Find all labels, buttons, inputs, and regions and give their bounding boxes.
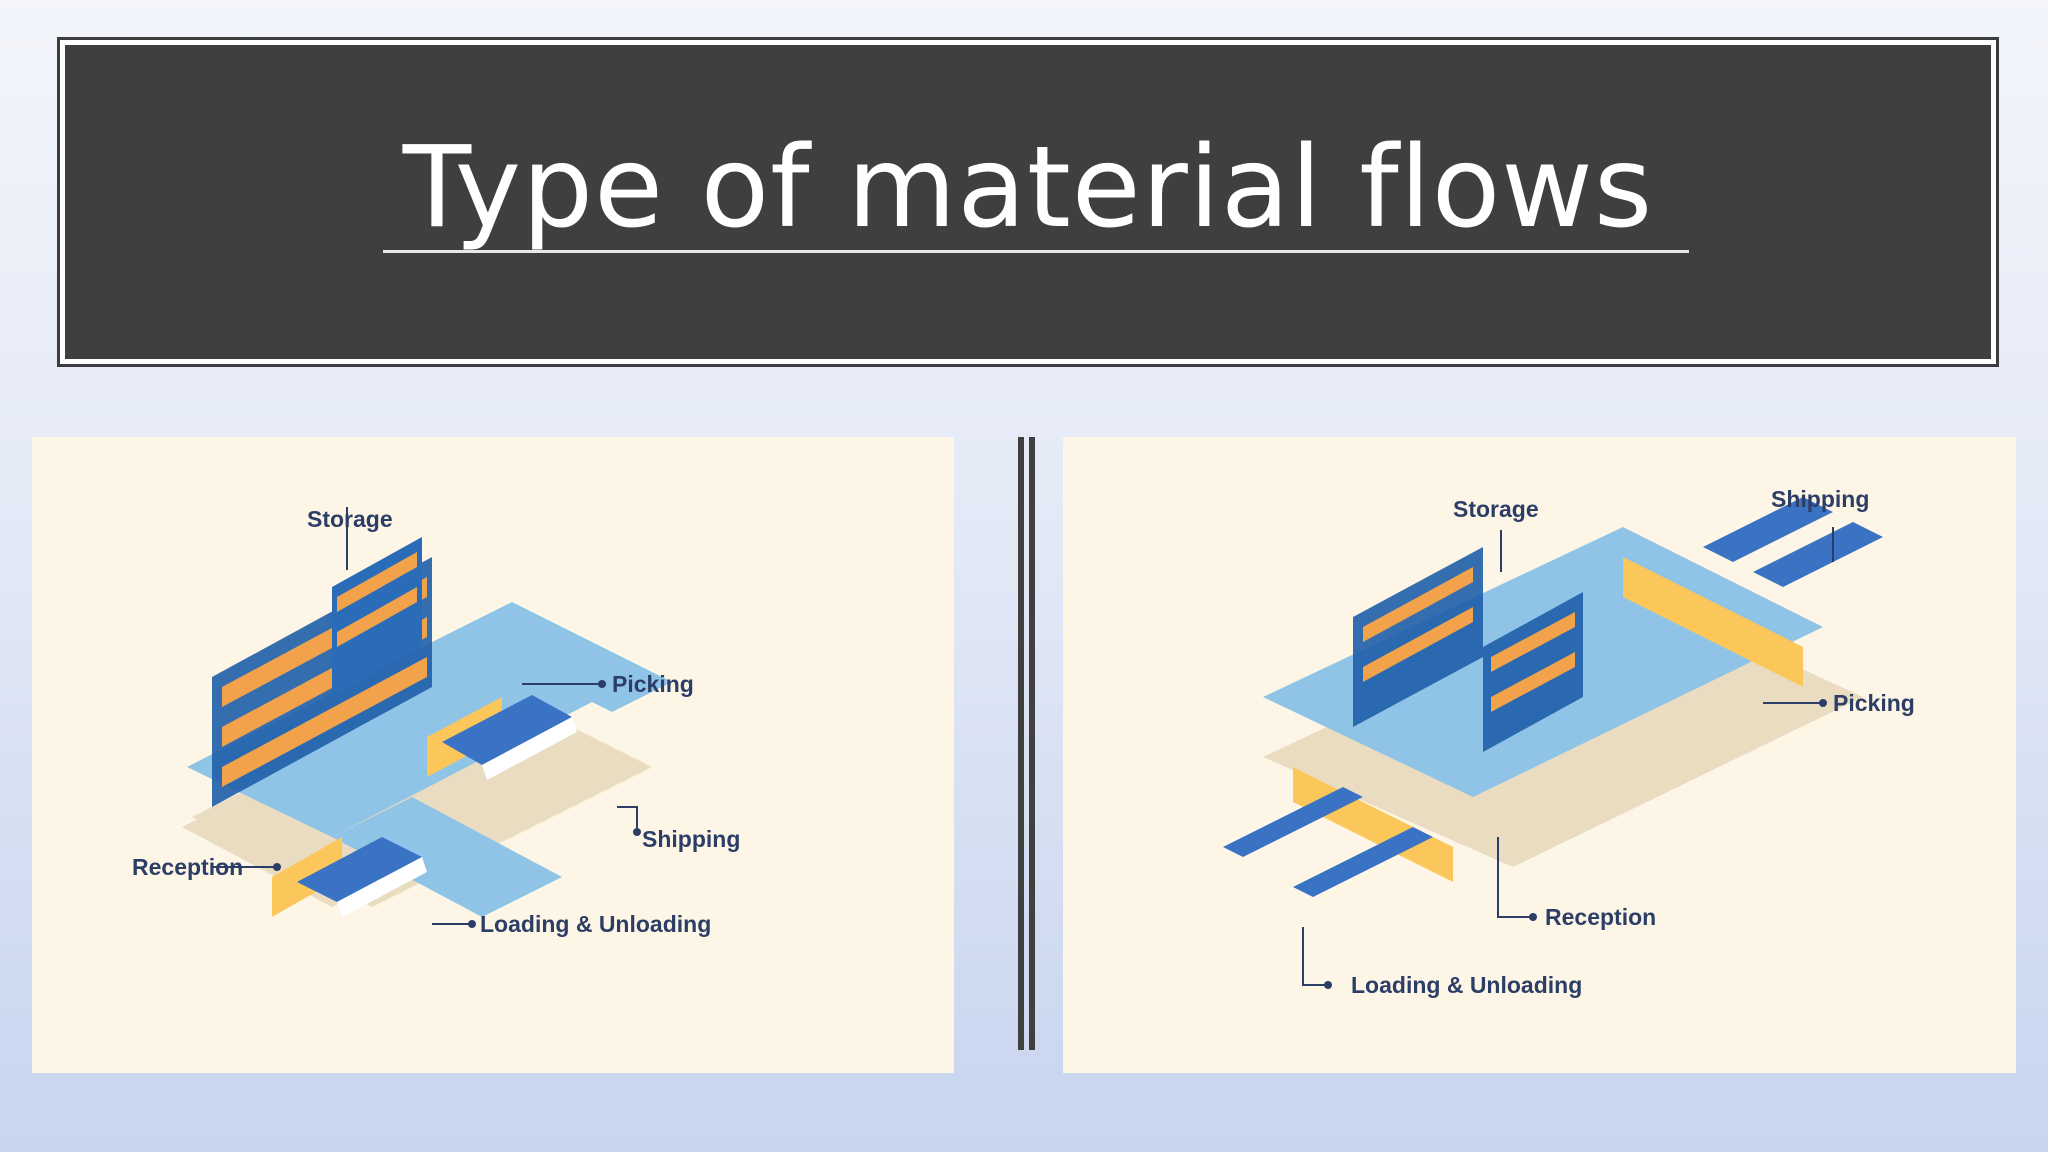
shipping-dock [1623, 497, 1883, 687]
loading-dock [1223, 767, 1453, 897]
label-picking: Picking [1833, 690, 1915, 716]
label-reception: Reception [132, 854, 243, 880]
loading-dock [272, 837, 427, 917]
label-shipping: Shipping [1771, 486, 1869, 512]
storage-racks [1353, 547, 1583, 752]
label-shipping: Shipping [642, 826, 740, 852]
shipping-dock [427, 695, 577, 780]
storage-racks [212, 537, 432, 807]
title-banner-inner: Type of material flows [64, 44, 1992, 360]
divider-line-left [1018, 437, 1024, 1050]
right-warehouse-diagram: Storage Shipping Picking Reception Loadi… [1063, 437, 2016, 1073]
label-loading-unloading: Loading & Unloading [480, 911, 711, 937]
loading-floor [332, 797, 562, 917]
title-banner: Type of material flows [57, 37, 1999, 367]
label-reception: Reception [1545, 904, 1656, 930]
label-storage: Storage [1453, 496, 1539, 522]
label-loading-unloading: Loading & Unloading [1351, 972, 1582, 998]
left-warehouse-illustration: Storage Picking Shipping Reception Loadi… [132, 506, 740, 937]
shipping-floor [452, 602, 672, 712]
title-underline [383, 250, 1689, 253]
label-picking: Picking [612, 671, 694, 697]
right-warehouse-illustration: Storage Shipping Picking Reception Loadi… [1223, 486, 1915, 998]
warehouse-floor [187, 632, 592, 837]
left-warehouse-diagram: Storage Picking Shipping Reception Loadi… [32, 437, 954, 1073]
slide-title: Type of material flows [402, 123, 1654, 253]
divider-line-right [1029, 437, 1035, 1050]
label-storage: Storage [307, 506, 393, 532]
